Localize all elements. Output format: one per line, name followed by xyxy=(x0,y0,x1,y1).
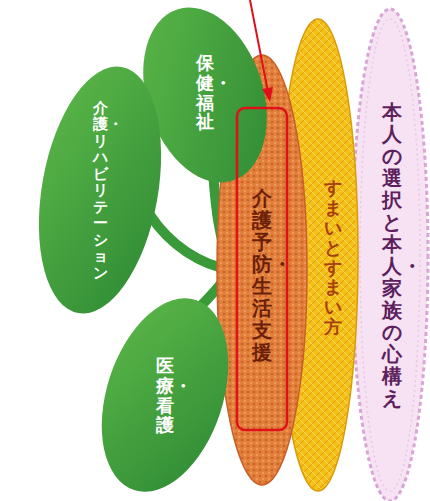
node-label: 本人の選択と本人・家族の心構え xyxy=(382,101,402,409)
pointer-arrow xyxy=(250,0,268,92)
soil-node: 介護予防・生活支援 xyxy=(245,160,279,390)
node-label: 介護予防・生活支援 xyxy=(252,187,272,363)
leaf-node: 介護・リハビリテーション xyxy=(85,88,115,293)
pot-node: すまいとすまい方 xyxy=(318,170,348,345)
saucer-lace xyxy=(360,19,420,491)
leaf-shape xyxy=(79,282,251,501)
saucer-node: 本人の選択と本人・家族の心構え xyxy=(376,80,408,430)
node-label: 介護・リハビリテーション xyxy=(93,100,108,282)
leaf-shape xyxy=(21,57,179,323)
node-label: 保健・福祉 xyxy=(196,53,214,132)
leaf-node: 医療・看護 xyxy=(150,338,180,453)
node-label: すまいとすまい方 xyxy=(324,178,342,336)
node-label: 医療・看護 xyxy=(156,356,174,435)
leaf-node: 保健・福祉 xyxy=(190,35,220,150)
arrow-head xyxy=(262,87,273,102)
highlight-box xyxy=(237,108,287,430)
saucer-shape xyxy=(352,9,428,501)
